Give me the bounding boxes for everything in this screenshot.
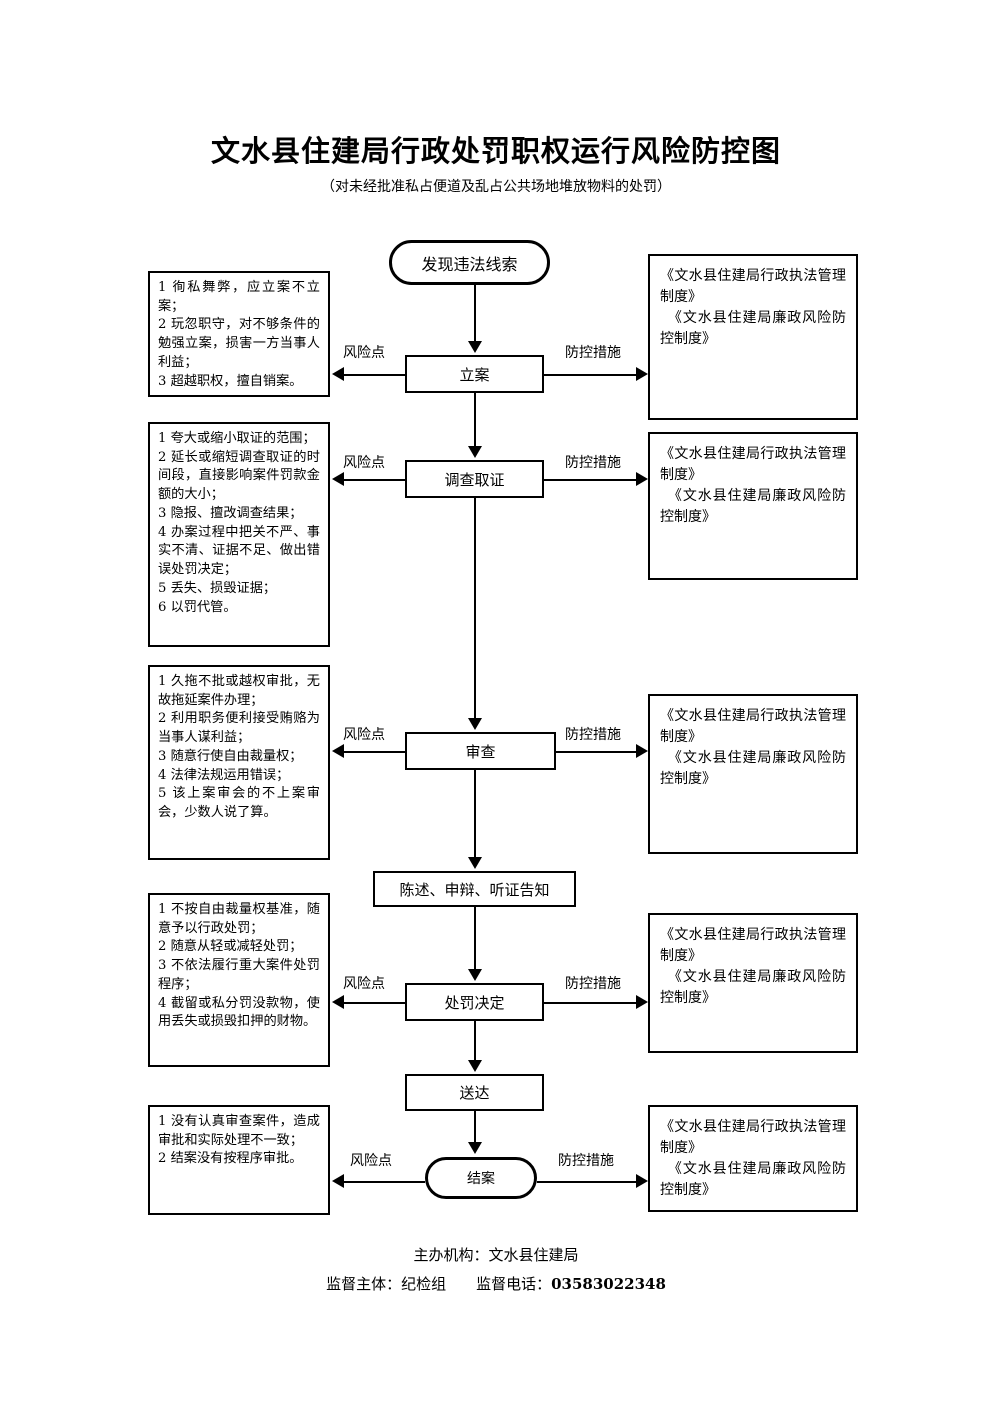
connector-review-risk [344, 751, 405, 753]
connector-deliver-close [474, 1111, 476, 1142]
arrowhead-review-risk [332, 744, 344, 758]
footer-organizer-text: 主办机构：文水县住建局 [413, 1246, 579, 1264]
arrowhead-discover-filing [468, 341, 482, 353]
connector-review-measure [556, 751, 636, 753]
risk-box-investigate: 1 夸大或缩小取证的范围； 2 延长或缩短调查取证的时间段，直接影响案件罚款金额… [148, 422, 330, 647]
connector-review-notify [474, 770, 476, 857]
connector-filing-investigate [474, 393, 476, 446]
flow-node-decision: 处罚决定 [405, 983, 544, 1021]
risk-box-decision: 1 不按自由裁量权基准，随意予以行政处罚； 2 随意从轻或减轻处罚； 3 不依法… [148, 893, 330, 1067]
edge-label-measure-close: 防控措施 [556, 1150, 616, 1170]
arrowhead-investigate-risk [332, 472, 344, 486]
footer-organizer: 主办机构：文水县住建局 [0, 1243, 992, 1269]
connector-investigate-risk [344, 479, 405, 481]
arrowhead-filing-risk [332, 367, 344, 381]
measure-box-close: 《文水县住建局行政执法管理制度》 《文水县住建局廉政风险防控制度》 [648, 1105, 858, 1212]
arrowhead-notify-decision [468, 969, 482, 981]
connector-filing-measure [544, 374, 636, 376]
arrowhead-decision-deliver [468, 1060, 482, 1072]
page-subtitle: （对未经批准私占便道及乱占公共场地堆放物料的处罚） [321, 179, 671, 195]
arrowhead-investigate-measure [636, 472, 648, 486]
edge-label-risk-investigate: 风险点 [341, 452, 387, 472]
connector-decision-measure [544, 1002, 636, 1004]
connector-investigate-review [474, 498, 476, 718]
arrowhead-review-measure [636, 744, 648, 758]
measure-box-review: 《文水县住建局行政执法管理制度》 《文水县住建局廉政风险防控制度》 [648, 694, 858, 854]
flow-node-review: 审查 [405, 732, 556, 770]
arrowhead-close-measure [636, 1174, 648, 1188]
edge-label-measure-filing: 防控措施 [563, 342, 623, 362]
measure-box-investigate: 《文水县住建局行政执法管理制度》 《文水县住建局廉政风险防控制度》 [648, 432, 858, 580]
connector-discover-filing [474, 285, 476, 341]
edge-label-risk-review: 风险点 [341, 724, 387, 744]
connector-close-risk [344, 1181, 425, 1183]
connector-investigate-measure [544, 479, 636, 481]
arrowhead-review-notify [468, 857, 482, 869]
risk-box-filing: 1 徇私舞弊，应立案不立案； 2 玩忽职守，对不够条件的勉强立案，损害一方当事人… [148, 271, 330, 397]
arrowhead-investigate-review [468, 718, 482, 730]
arrowhead-close-risk [332, 1174, 344, 1188]
edge-label-measure-review: 防控措施 [563, 724, 623, 744]
arrowhead-deliver-close [468, 1142, 482, 1154]
connector-decision-deliver [474, 1021, 476, 1060]
page-title: 文水县住建局行政处罚职权运行风险防控图 [210, 134, 781, 168]
risk-box-close: 1 没有认真审查案件，造成审批和实际处理不一致； 2 结案没有按程序审批。 [148, 1105, 330, 1215]
flow-node-close: 结案 [425, 1157, 537, 1199]
measure-box-decision: 《文水县住建局行政执法管理制度》 《文水县住建局廉政风险防控制度》 [648, 913, 858, 1053]
edge-label-risk-decision: 风险点 [341, 973, 387, 993]
flow-node-investigate: 调查取证 [405, 460, 544, 498]
connector-filing-risk [344, 374, 405, 376]
edge-label-risk-close: 风险点 [348, 1150, 394, 1170]
connector-notify-decision [474, 907, 476, 969]
edge-label-measure-investigate: 防控措施 [563, 452, 623, 472]
footer-supervisor: 监督主体：纪检组 监督电话：03583022348 [0, 1272, 992, 1298]
arrowhead-decision-measure [636, 995, 648, 1009]
connector-decision-risk [344, 1002, 405, 1004]
flow-node-notify: 陈述、申辩、听证告知 [373, 871, 576, 907]
arrowhead-filing-investigate [468, 446, 482, 458]
edge-label-risk-filing: 风险点 [341, 342, 387, 362]
flow-node-deliver: 送达 [405, 1074, 544, 1111]
measure-box-filing: 《文水县住建局行政执法管理制度》 《文水县住建局廉政风险防控制度》 [648, 254, 858, 420]
footer-supervisor-text: 监督主体：纪检组 监督电话： [326, 1275, 552, 1293]
arrowhead-decision-risk [332, 995, 344, 1009]
arrowhead-filing-measure [636, 367, 648, 381]
flow-node-discover: 发现违法线索 [389, 240, 550, 285]
edge-label-measure-decision: 防控措施 [563, 973, 623, 993]
flow-node-filing: 立案 [405, 355, 544, 393]
footer-phone: 03583022348 [551, 1275, 666, 1293]
risk-box-review: 1 久拖不批或越权审批，无故拖延案件办理； 2 利用职务便利接受贿赂为当事人谋利… [148, 665, 330, 860]
connector-close-measure [537, 1181, 636, 1183]
